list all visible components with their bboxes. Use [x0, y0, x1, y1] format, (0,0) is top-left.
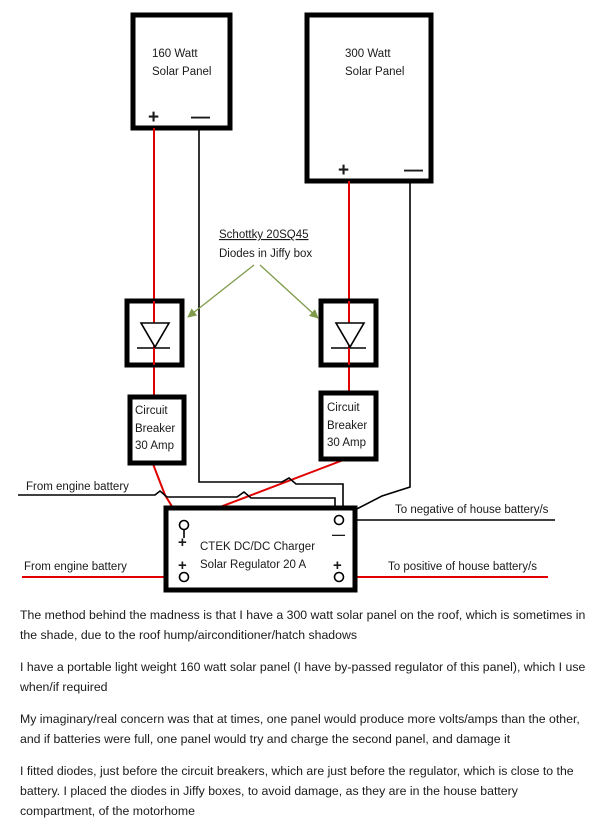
panel-160-plus-terminal: +: [148, 107, 159, 128]
breaker-1-line1: Circuit: [135, 405, 168, 417]
breaker-2-line3: 30 Amp: [327, 437, 366, 449]
diode-box-2: [318, 298, 379, 368]
panel-300-label: Solar Panel: [345, 66, 404, 78]
negative-wires: [18, 128, 555, 521]
panel-160-minus-terminal: —: [191, 107, 210, 128]
label-house-positive: To positive of house battery/s: [388, 561, 537, 573]
diode-icon: [137, 322, 171, 365]
breaker-2-line1: Circuit: [327, 402, 360, 414]
breaker-1-line2: Breaker: [135, 423, 175, 435]
solar-panel-300w: 300 Watt Solar Panel + —: [304, 12, 434, 184]
label-house-negative: To negative of house battery/s: [395, 504, 549, 516]
terminal-engine-positive: [178, 571, 190, 583]
breaker-2-line2: Breaker: [327, 420, 367, 432]
wiring-diagram: 160 Watt Solar Panel + — 300 Watt Solar …: [18, 12, 555, 593]
terminal-house-positive: [333, 571, 345, 583]
diode-box-1: [124, 298, 185, 368]
note-paragraph-3: My imaginary/real concern was that at ti…: [20, 712, 580, 746]
circuit-breaker-1: Circuit Breaker 30 Amp: [127, 394, 187, 466]
panel-160-name: 160 Watt: [152, 48, 198, 60]
diode-annotation-arrows: [187, 264, 319, 319]
panel-300-name: 300 Watt: [345, 48, 391, 60]
arrow-to-diode-1: [187, 264, 255, 318]
panel-300-minus-terminal: —: [404, 160, 423, 181]
diode-icon: [331, 322, 366, 365]
regulator-negative-sign: —: [332, 527, 345, 542]
regulator-line1: CTEK DC/DC Charger: [200, 541, 315, 553]
arrow-to-diode-2: [259, 264, 319, 319]
solar-panel-160w: 160 Watt Solar Panel + —: [130, 12, 233, 131]
regulator-house-plus: +: [333, 557, 342, 574]
diode-annotation-line1: Schottky 20SQ45: [219, 229, 309, 241]
terminal-solar-in: [178, 519, 190, 531]
circuit-breaker-2: Circuit Breaker 30 Amp: [318, 390, 379, 462]
ctek-regulator: CTEK DC/DC Charger Solar Regulator 20 A …: [163, 505, 358, 593]
note-paragraph-2: I have a portable light weight 160 watt …: [20, 660, 586, 694]
wire-engine-negative: [18, 489, 336, 512]
diode-annotation-line2: Diodes in Jiffy box: [219, 248, 312, 260]
label-engine-negative: From engine battery: [26, 481, 129, 493]
regulator-solar-plus: +: [178, 534, 187, 551]
note-paragraph-4: I fitted diodes, just before the circuit…: [20, 764, 574, 818]
label-engine-positive: From engine battery: [24, 561, 127, 573]
regulator-line2: Solar Regulator 20 A: [200, 559, 306, 571]
wire-160-negative: [198, 128, 344, 510]
regulator-engine-plus: +: [178, 557, 187, 574]
wire-300-negative: [348, 181, 411, 514]
breaker-1-line3: 30 Amp: [135, 440, 174, 452]
panel-160-label: Solar Panel: [152, 66, 211, 78]
note-paragraph-1: The method behind the madness is that I …: [20, 608, 586, 642]
terminal-negative: [333, 514, 345, 526]
panel-300-plus-terminal: +: [338, 160, 349, 181]
explanation-notes: The method behind the madness is that I …: [20, 605, 590, 833]
